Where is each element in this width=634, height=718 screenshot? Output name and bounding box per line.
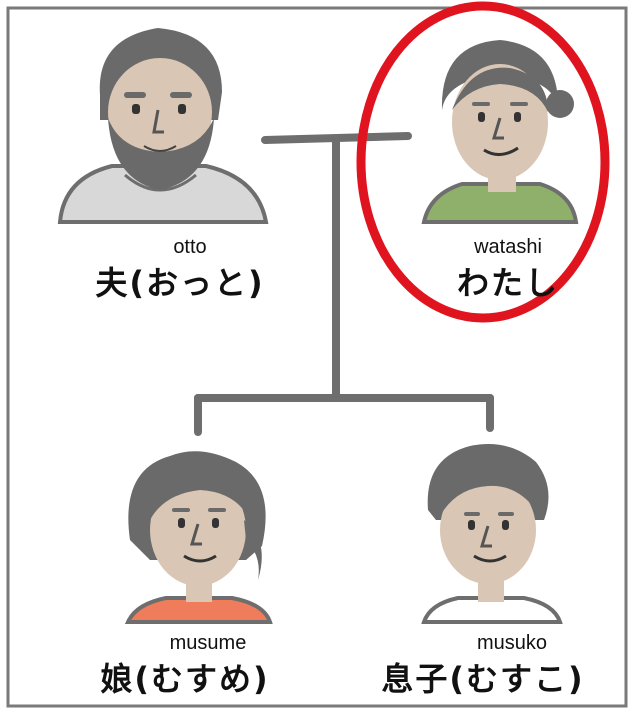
highlight-circle	[356, 1, 610, 323]
daughter-figure	[124, 451, 273, 624]
daughter-kana: 娘(むすめ)	[100, 660, 270, 698]
connector-lines	[194, 132, 494, 436]
husband-romaji: otto	[173, 236, 207, 258]
son-kana: 息子(むすこ)	[381, 660, 585, 698]
son-romaji: musuko	[476, 632, 548, 654]
me-romaji: watashi	[474, 236, 542, 258]
son-figure	[421, 444, 563, 624]
me-kana: わたし	[456, 264, 559, 302]
me-figure	[421, 40, 579, 224]
husband-kana: 夫(おっと)	[95, 264, 265, 302]
frame-border	[6, 6, 628, 708]
daughter-romaji: musume	[169, 632, 247, 654]
husband-figure	[57, 28, 269, 224]
